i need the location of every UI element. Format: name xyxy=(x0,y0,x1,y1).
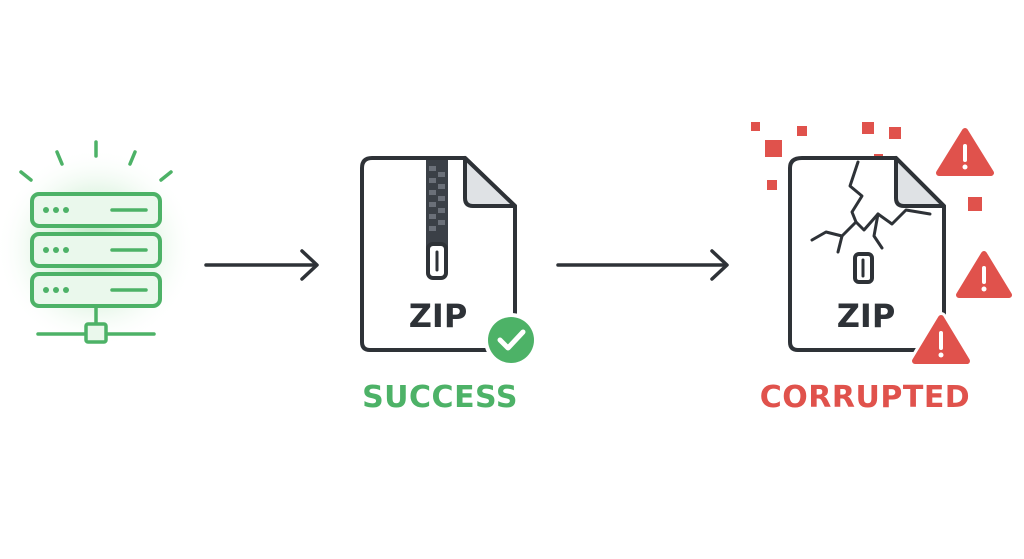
checkmark-icon xyxy=(484,313,538,367)
broken-zip-file-label: ZIP xyxy=(837,297,896,335)
right-arrow-icon xyxy=(556,249,729,281)
right-arrow-icon xyxy=(204,249,319,281)
warning-icon xyxy=(936,128,994,176)
success-status-label: SUCCESS xyxy=(362,380,518,415)
server-icon xyxy=(0,140,196,348)
warning-icon xyxy=(909,312,973,367)
corrupted-status-label: CORRUPTED xyxy=(759,380,971,415)
zip-file-label: ZIP xyxy=(409,297,468,335)
warning-icon xyxy=(956,251,1012,298)
